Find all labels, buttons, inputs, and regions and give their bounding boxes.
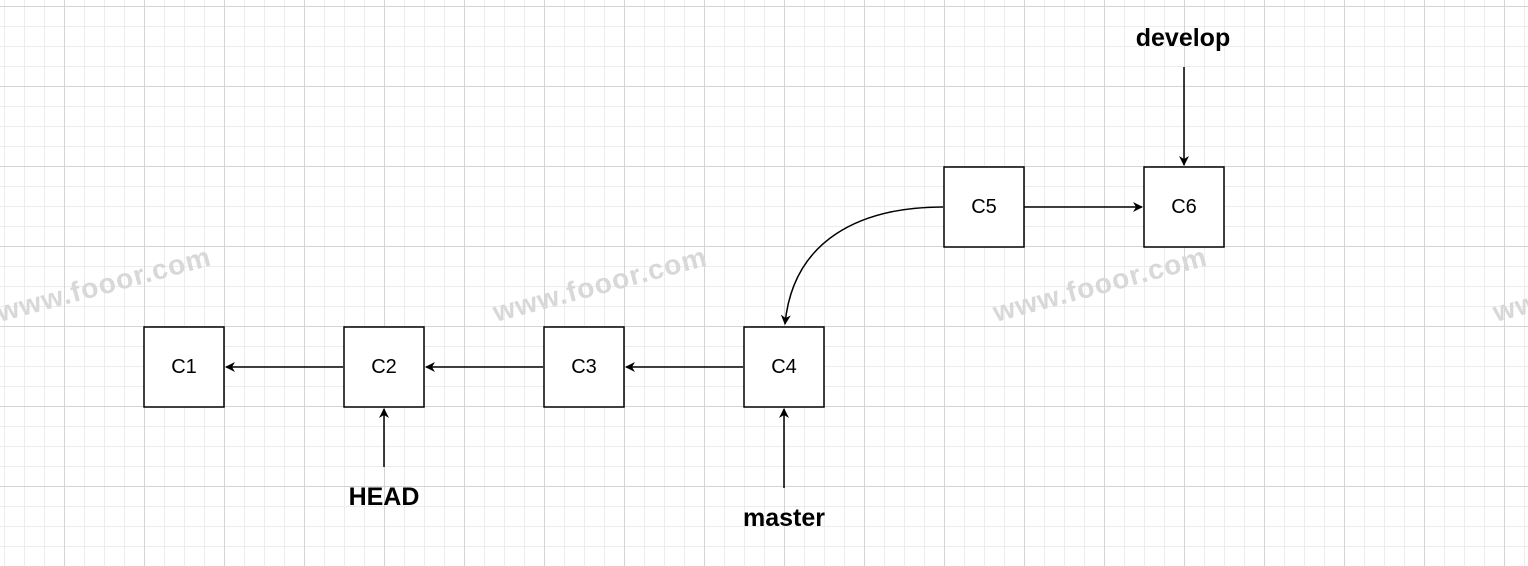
commit-c2-label: C2 [371, 356, 397, 378]
commit-c1-box [143, 326, 225, 408]
watermark-3: www.fooor.com [989, 241, 1211, 328]
watermark-4: www.fooor.com [1489, 241, 1528, 328]
commit-c4-label: C4 [771, 356, 797, 378]
watermark-layer: www.fooor.com www.fooor.com www.fooor.co… [0, 241, 1528, 328]
watermark-1: www.fooor.com [0, 241, 214, 328]
commit-c3-label: C3 [571, 356, 597, 378]
commit-c5-box [943, 166, 1025, 248]
head-label: HEAD [349, 483, 420, 511]
master-label: master [743, 504, 825, 532]
edge-c5-c4 [780, 206, 944, 325]
commit-c2-box [343, 326, 425, 408]
edges [225, 202, 1143, 372]
commit-c5: C5 [943, 166, 1025, 248]
commit-c4-box [743, 326, 825, 408]
commit-c5-label: C5 [971, 196, 997, 218]
commit-c1-label: C1 [171, 356, 197, 378]
develop-label: develop [1136, 24, 1230, 52]
commit-c1: C1 [143, 326, 225, 408]
commit-c6-label: C6 [1171, 196, 1197, 218]
watermark-2: www.fooor.com [489, 241, 711, 328]
commit-c6: C6 [1143, 166, 1225, 248]
commit-c2: C2 [343, 326, 425, 408]
commit-c4: C4 [743, 326, 825, 408]
commit-c6-box [1143, 166, 1225, 248]
commit-c3-box [543, 326, 625, 408]
commit-c3: C3 [543, 326, 625, 408]
ref-pointers [379, 67, 1189, 488]
